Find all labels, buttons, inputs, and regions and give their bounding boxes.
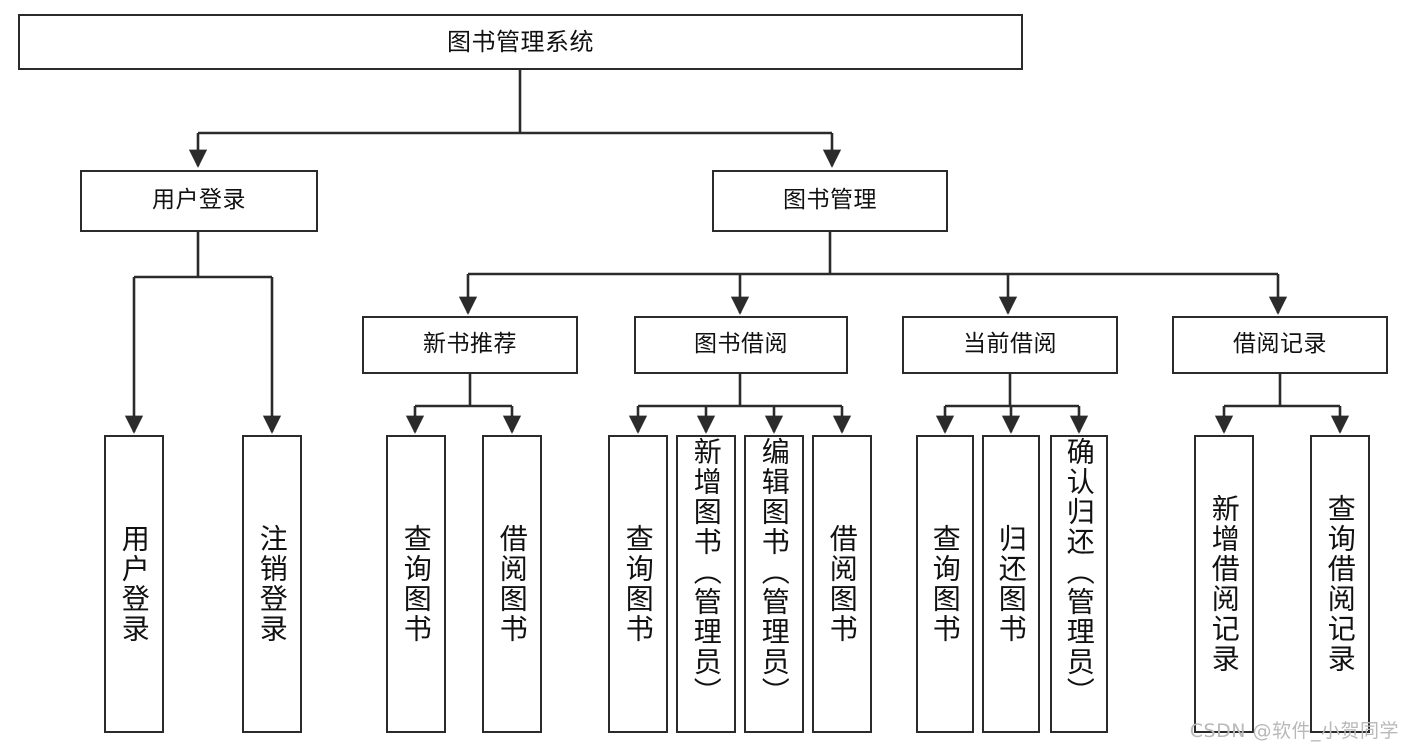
leaf-add-book-admin[interactable]: 新增图书（管理员） [676,435,736,733]
node-label: 当前借阅 [963,331,1057,358]
node-borrow-record[interactable]: 借阅记录 [1172,316,1388,374]
node-new-book-recommend[interactable]: 新书推荐 [362,316,578,374]
node-label: 确认归还（管理员） [1062,437,1096,707]
node-label: 用户登录 [117,524,151,644]
leaf-logout-login[interactable]: 注销登录 [242,435,302,733]
leaf-query-book-newbook[interactable]: 查询图书 [386,435,446,733]
leaf-edit-book-admin[interactable]: 编辑图书（管理员） [744,435,804,733]
leaf-borrow-book[interactable]: 借阅图书 [812,435,872,733]
node-label: 图书管理系统 [447,27,594,56]
node-label: 借阅图书 [825,524,859,644]
leaf-query-book-current[interactable]: 查询图书 [916,435,974,733]
node-label: 用户登录 [152,187,246,214]
leaf-confirm-return-admin[interactable]: 确认归还（管理员） [1050,435,1108,733]
node-label: 新增借阅记录 [1207,494,1241,674]
leaf-user-login[interactable]: 用户登录 [104,435,164,733]
leaf-query-borrow-record[interactable]: 查询借阅记录 [1310,435,1370,733]
node-book-borrow[interactable]: 图书借阅 [634,316,848,374]
node-label: 查询借阅记录 [1323,494,1357,674]
leaf-add-borrow-record[interactable]: 新增借阅记录 [1194,435,1254,733]
node-label: 注销登录 [255,524,289,644]
node-label: 编辑图书（管理员） [757,437,791,707]
node-label: 查询图书 [928,524,962,644]
node-label: 新增图书（管理员） [689,437,723,707]
node-label: 查询图书 [399,524,433,644]
leaf-query-book-borrow[interactable]: 查询图书 [608,435,668,733]
node-label: 查询图书 [621,524,655,644]
node-label: 图书管理 [783,187,877,214]
node-label: 新书推荐 [423,331,517,358]
node-current-borrow[interactable]: 当前借阅 [902,316,1118,374]
node-label: 借阅记录 [1233,331,1327,358]
leaf-return-book[interactable]: 归还图书 [982,435,1040,733]
node-label: 图书借阅 [694,331,788,358]
node-book-management[interactable]: 图书管理 [712,170,948,232]
leaf-borrow-book-newbook[interactable]: 借阅图书 [482,435,542,733]
node-label: 借阅图书 [495,524,529,644]
node-root-system[interactable]: 图书管理系统 [18,14,1023,70]
node-label: 归还图书 [994,524,1028,644]
node-user-login[interactable]: 用户登录 [80,170,318,232]
